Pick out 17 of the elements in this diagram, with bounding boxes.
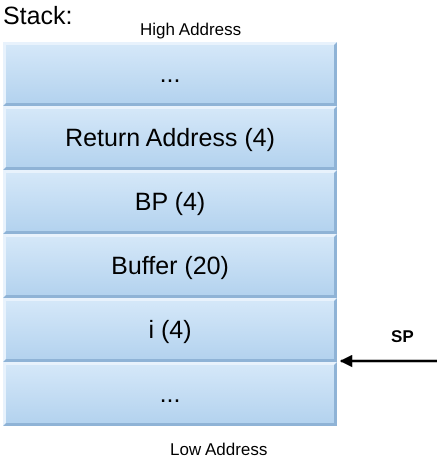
- edge-label: SP: [391, 327, 414, 347]
- stack-frame: [3, 362, 337, 426]
- stack-frame: [3, 42, 337, 106]
- stack-title: Stack:: [3, 2, 72, 31]
- address-label: Low Address: [170, 440, 268, 460]
- address-label: High Address: [140, 20, 242, 40]
- frame-label: ...: [160, 380, 180, 408]
- frame-label: Return Address (4): [65, 124, 275, 152]
- stack-frame: [3, 298, 337, 362]
- frame-label: Buffer (20): [111, 252, 229, 280]
- stack-frame: [3, 170, 337, 234]
- stack-frame: [3, 106, 337, 170]
- pointer-arrow: [340, 354, 437, 368]
- stack-frame: [3, 234, 337, 298]
- frame-label: BP (4): [134, 188, 206, 216]
- frame-label: ...: [160, 60, 180, 88]
- frame-label: i (4): [148, 316, 192, 344]
